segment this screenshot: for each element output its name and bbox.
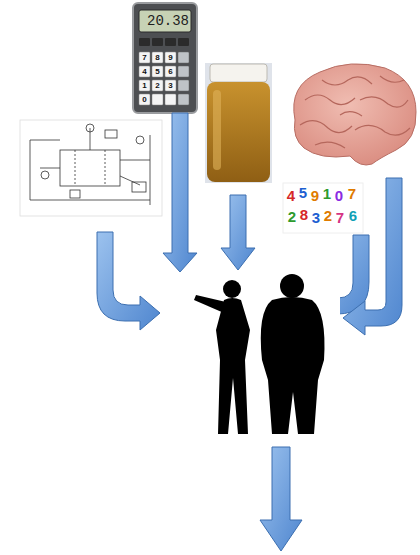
key-digit: 5 xyxy=(152,66,163,77)
colour-digit: 3 xyxy=(310,209,322,227)
key-digit: 7 xyxy=(139,52,150,63)
calculator-photo xyxy=(133,3,197,113)
colour-digit: 2 xyxy=(322,207,334,225)
key-digit: 8 xyxy=(152,52,163,63)
colour-digit: 8 xyxy=(298,206,310,224)
numbers-tile xyxy=(283,183,363,233)
key-digit: 4 xyxy=(139,66,150,77)
key-digit: 2 xyxy=(152,80,163,91)
people-silhouette xyxy=(183,272,340,437)
colour-digit: 9 xyxy=(309,187,321,205)
colour-digit: 7 xyxy=(346,185,358,203)
display-reading: 20.38 xyxy=(141,12,189,30)
key-digit: 1 xyxy=(139,80,150,91)
colour-digit: 4 xyxy=(285,187,297,205)
brain-photo xyxy=(294,64,416,165)
colour-digit: 7 xyxy=(334,209,346,227)
block-arrows xyxy=(97,113,402,551)
colour-digit: 1 xyxy=(321,185,333,203)
key-digit: 3 xyxy=(165,80,176,91)
key-digit: 6 xyxy=(165,66,176,77)
colour-digit: 6 xyxy=(347,207,359,225)
colour-digit: 2 xyxy=(286,208,298,226)
key-digit: 9 xyxy=(165,52,176,63)
jar-photo xyxy=(205,63,272,183)
colour-digit: 5 xyxy=(297,184,309,202)
schematic-drawing xyxy=(20,120,162,216)
key-digit: 0 xyxy=(139,94,150,105)
colour-digit: 0 xyxy=(333,187,345,205)
